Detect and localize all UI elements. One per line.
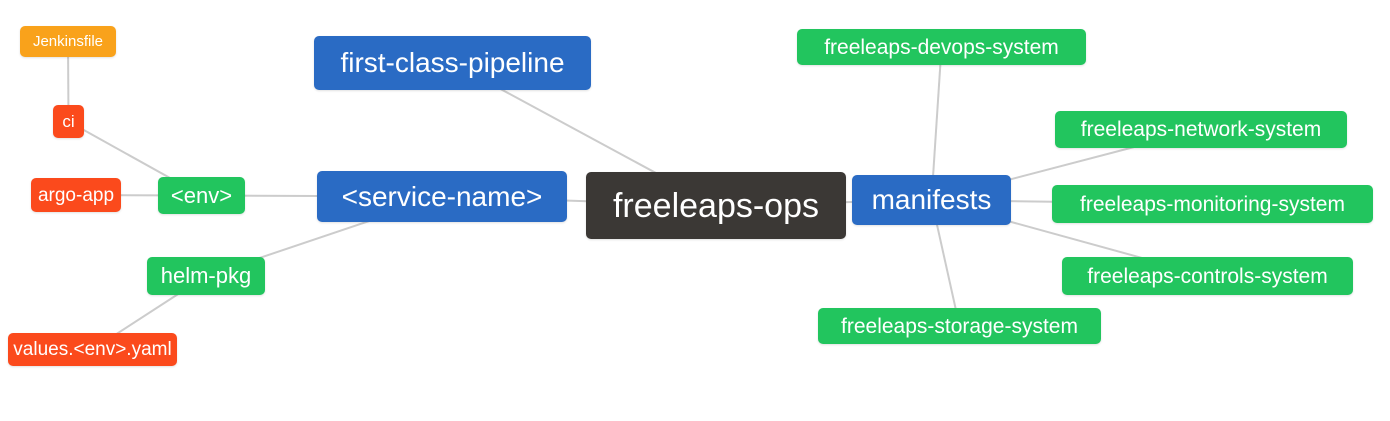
mindmap-node-freeleaps-ops[interactable]: freeleaps-ops: [586, 172, 846, 239]
mindmap-node-argo-app[interactable]: argo-app: [31, 178, 121, 212]
mindmap-node-devops-system[interactable]: freeleaps-devops-system: [797, 29, 1086, 65]
mindmap-node-network-system[interactable]: freeleaps-network-system: [1055, 111, 1347, 148]
mindmap-node-jenkinsfile[interactable]: Jenkinsfile: [20, 26, 116, 57]
edge-manifests--devops-system: [930, 46, 943, 201]
mindmap-node-service-name[interactable]: <service-name>: [317, 171, 567, 222]
mindmap-node-controls-system[interactable]: freeleaps-controls-system: [1062, 257, 1353, 295]
mindmap-node-manifests[interactable]: manifests: [852, 175, 1011, 225]
mindmap-node-values-env-yaml[interactable]: values.<env>.yaml: [8, 333, 177, 366]
mindmap-node-monitoring-system[interactable]: freeleaps-monitoring-system: [1052, 185, 1373, 223]
mindmap-node-storage-system[interactable]: freeleaps-storage-system: [818, 308, 1101, 344]
mindmap-node-ci[interactable]: ci: [53, 105, 84, 138]
mindmap-node-env[interactable]: <env>: [158, 177, 245, 214]
mindmap-node-first-class-pipeline[interactable]: first-class-pipeline: [314, 36, 591, 90]
mindmap-node-helm-pkg[interactable]: helm-pkg: [147, 257, 265, 295]
